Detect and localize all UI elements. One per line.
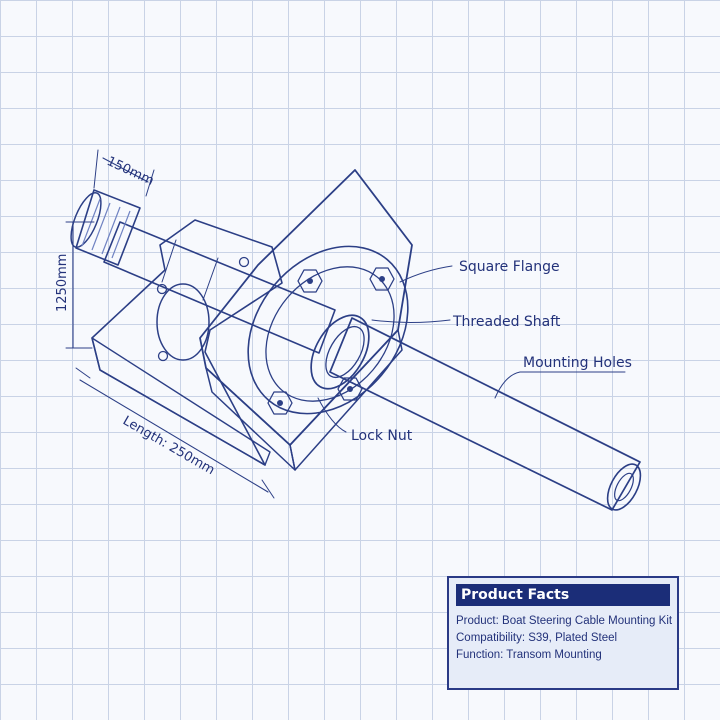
product-facts-function: Function: Transom Mounting <box>456 649 602 661</box>
product-facts-product: Product: Boat Steering Cable Mounting Ki… <box>456 615 673 627</box>
dimension-lines <box>65 149 275 499</box>
end-cap <box>70 189 141 266</box>
callout-threaded-shaft: Threaded Shaft <box>452 314 561 330</box>
leader-lines <box>317 265 626 433</box>
callout-lock-nut: Lock Nut <box>351 428 413 444</box>
plate-hole <box>157 350 169 362</box>
dimension-top-width: 150mm <box>104 154 156 189</box>
lock-nut <box>310 314 370 390</box>
plate-hole <box>238 256 250 268</box>
dimension-length: Length: 250mm <box>120 413 217 478</box>
product-facts-panel: Product Facts Product: Boat Steering Cab… <box>447 576 679 690</box>
square-flange <box>199 169 413 471</box>
product-facts-compatibility: Compatibility: S39, Plated Steel <box>456 632 618 644</box>
dimension-height: 1250mm <box>55 254 70 312</box>
product-facts-title: Product Facts <box>456 584 670 606</box>
callout-square-flange: Square Flange <box>459 259 560 275</box>
flange-bolt <box>267 391 293 415</box>
threaded-shaft <box>329 317 642 511</box>
flange-bolt <box>337 377 363 401</box>
mounting-plate <box>91 219 283 466</box>
flange-bolt <box>369 267 395 291</box>
callout-mounting-holes: Mounting Holes <box>523 355 632 371</box>
rear-shaft <box>103 221 336 354</box>
flange-bolt <box>297 269 323 293</box>
